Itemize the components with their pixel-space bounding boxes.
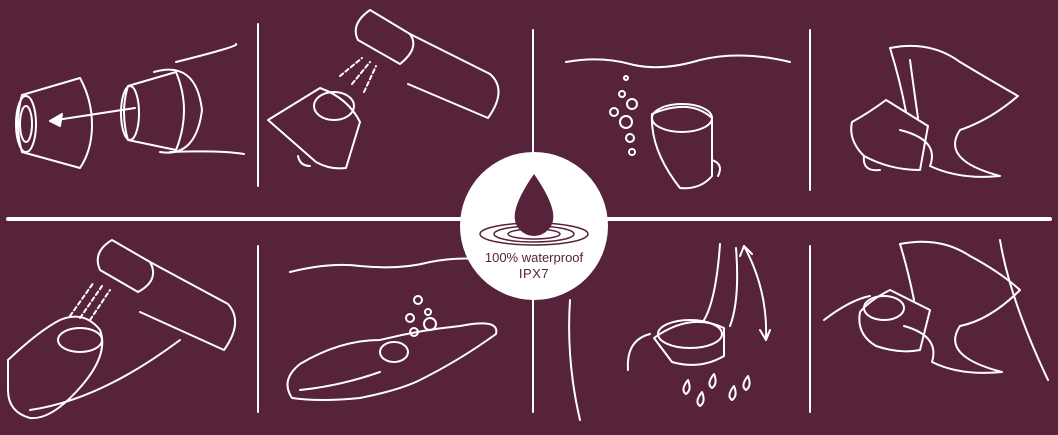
wipe-device-icon (824, 240, 1048, 380)
remove-cap-icon (16, 44, 244, 168)
wipe-cap-icon (851, 46, 1018, 177)
badge-rating: IPX7 (460, 266, 608, 281)
spray-clean-device-icon (8, 240, 235, 418)
spray-clean-cap-icon (268, 10, 499, 168)
badge-label: 100% waterproof (460, 250, 608, 265)
waterproof-badge: 100% waterproof IPX7 (460, 152, 608, 300)
